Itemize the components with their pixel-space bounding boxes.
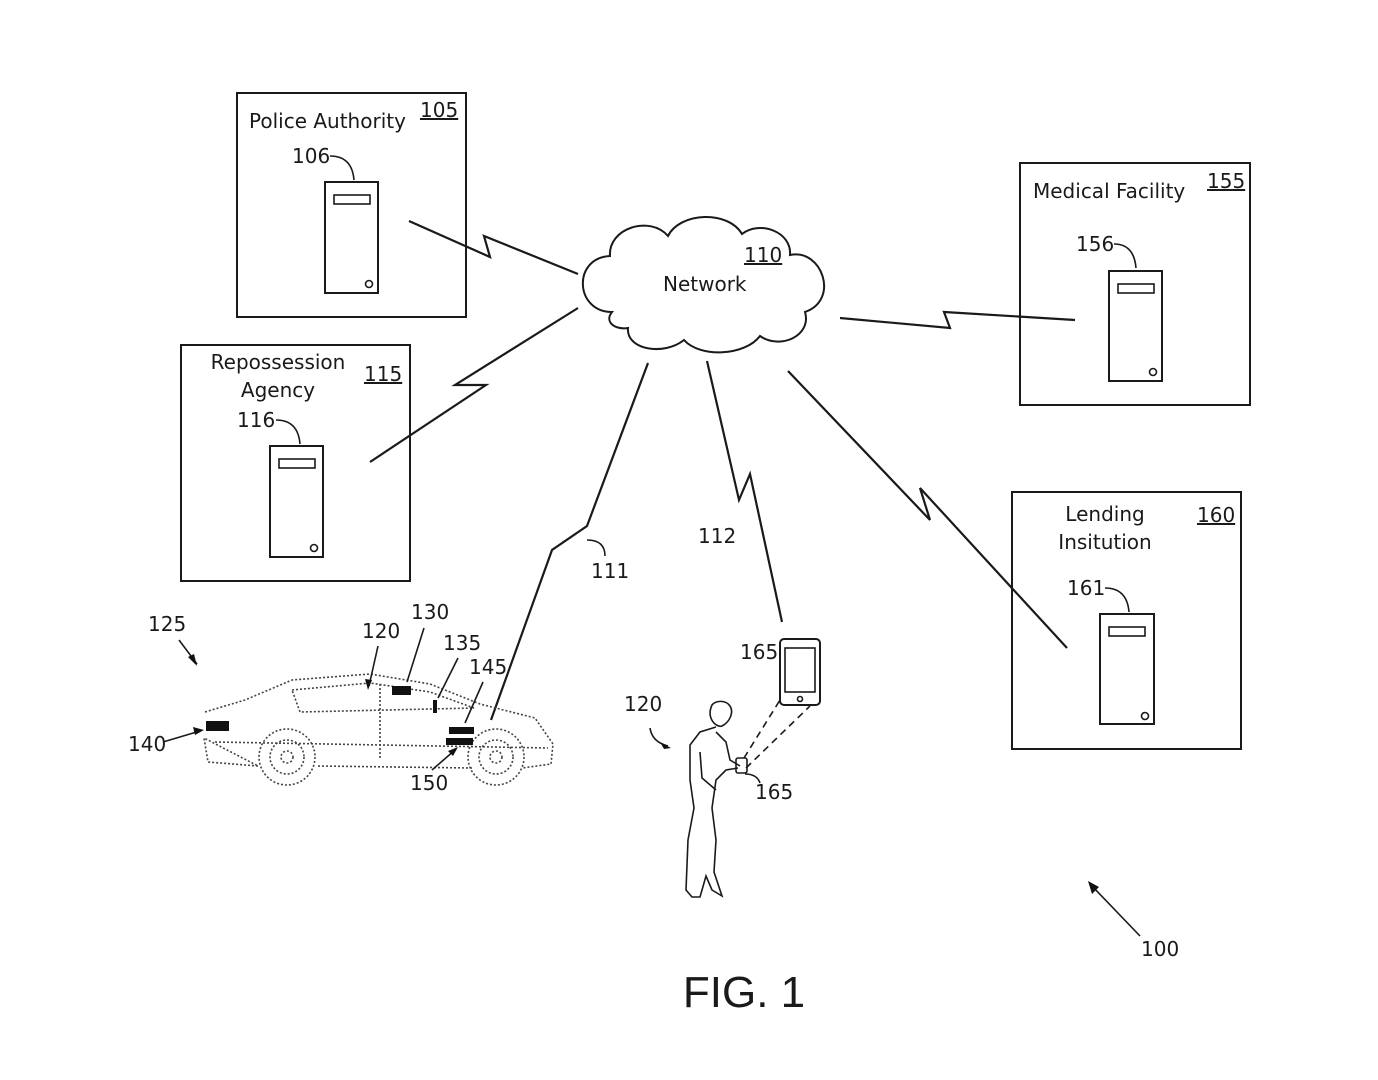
link-vehicle <box>489 362 650 721</box>
network-cloud: Network 110 <box>581 216 825 354</box>
lending-title-line1: Lending <box>1065 502 1144 526</box>
vehicle-driver-ref: 120 <box>362 619 400 643</box>
medical-facility-node: Medical Facility 155 156 <box>1019 162 1251 406</box>
police-authority-ref: 105 <box>420 98 458 122</box>
device-hand-ref: 165 <box>755 780 793 804</box>
link-lending <box>787 370 1068 649</box>
repossession-server-ref: 116 <box>237 408 275 432</box>
link-mobile <box>705 360 784 623</box>
lending-title-line2: Insitution <box>1058 530 1151 554</box>
person <box>685 699 811 898</box>
repossession-agency-node: Repossession Agency 115 116 <box>180 344 411 582</box>
part-140-ref: 140 <box>128 732 166 756</box>
part-135-ref: 135 <box>443 631 481 655</box>
link-vehicle-ref: 111 <box>591 559 629 583</box>
person-ref: 120 <box>624 692 662 716</box>
figure-label: FIG. 1 <box>683 968 805 1017</box>
police-authority-node: Police Authority 105 106 <box>236 92 467 318</box>
medical-ref: 155 <box>1207 169 1245 193</box>
system-ref: 100 <box>1141 937 1179 961</box>
lending-institution-node: Lending Insitution 160 161 <box>1011 491 1242 750</box>
police-server-ref: 106 <box>292 144 330 168</box>
device-top-ref: 165 <box>740 640 778 664</box>
vehicle-ref: 125 <box>148 612 186 636</box>
component-145 <box>449 727 474 734</box>
repossession-title-line2: Agency <box>241 378 315 402</box>
lending-server-ref: 161 <box>1067 576 1105 600</box>
link-repossession <box>369 307 579 463</box>
part-145-ref: 145 <box>469 655 507 679</box>
link-medical <box>839 310 1076 330</box>
police-server-icon <box>324 181 379 294</box>
part-130-ref: 130 <box>411 600 449 624</box>
network-title: Network <box>663 272 747 296</box>
rear-wheel <box>258 728 316 786</box>
medical-server-ref: 156 <box>1076 232 1114 256</box>
police-authority-title: Police Authority <box>249 109 406 133</box>
medical-title: Medical Facility <box>1033 179 1185 203</box>
vehicle <box>202 673 554 786</box>
wireless-links <box>369 219 1076 721</box>
repossession-server-icon <box>269 445 324 558</box>
repossession-ref: 115 <box>364 362 402 386</box>
link-police <box>408 219 579 276</box>
component-140 <box>206 721 229 731</box>
component-135 <box>433 700 437 713</box>
network-ref: 110 <box>744 243 782 267</box>
front-wheel <box>467 728 525 786</box>
medical-server-icon <box>1108 270 1163 382</box>
lending-server-icon <box>1099 613 1155 725</box>
component-130 <box>392 686 411 695</box>
component-150 <box>446 738 473 745</box>
repossession-title-line1: Repossession <box>211 350 346 374</box>
link-mobile-ref: 112 <box>698 524 736 548</box>
part-150-ref: 150 <box>410 771 448 795</box>
lending-ref: 160 <box>1197 503 1235 527</box>
mobile-device <box>779 638 821 706</box>
